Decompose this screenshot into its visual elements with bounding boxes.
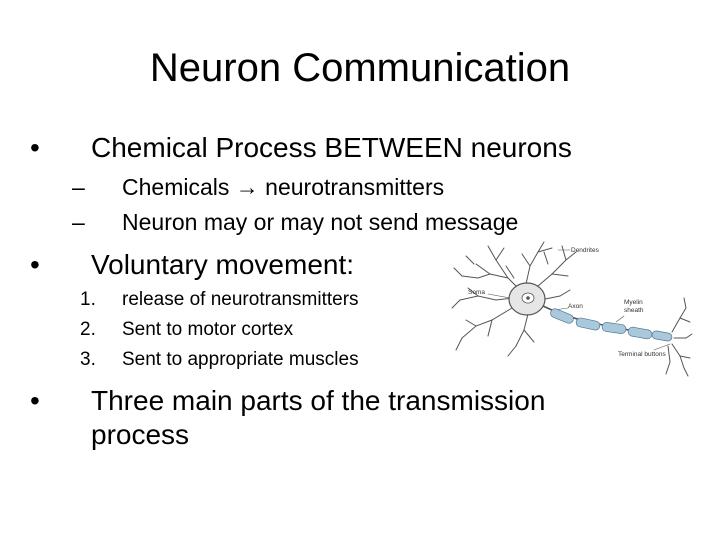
dash-marker: – <box>72 174 85 200</box>
label-dendrites: Dendrites <box>571 247 600 254</box>
label-terminal-buttons: Terminal buttons <box>618 351 666 358</box>
step-text: Sent to appropriate muscles <box>122 349 359 370</box>
slide-title: Neuron Communication <box>149 46 571 90</box>
sub-item-chemicals: – Chemicals → neurotransmitters <box>72 173 444 201</box>
bullet-marker-2: • <box>30 249 40 280</box>
step-text: Sent to motor cortex <box>122 319 294 340</box>
bullet-chemical-process: Chemical Process BETWEEN neurons <box>91 132 572 163</box>
bullet-voluntary-movement: Voluntary movement: <box>91 249 355 280</box>
bullet-marker-3: • <box>30 385 40 416</box>
step-item-3: 3. Sent to appropriate muscles <box>80 348 359 372</box>
sub-item-neuron-message: – Neuron may or may not send message <box>72 208 518 236</box>
step-number: 2. <box>80 319 96 340</box>
label-axon: Axon <box>568 303 583 310</box>
label-myelin-line2: sheath <box>624 307 644 314</box>
step-item-1: 1. release of neurotransmitters <box>80 288 359 312</box>
step-text: release of neurotransmitters <box>122 289 359 310</box>
label-myelin-line1: Myelin <box>624 299 643 306</box>
neuron-diagram-image: Dendrites Soma Axon Myelin sheath Termin… <box>451 241 693 377</box>
label-soma: Soma <box>468 289 485 296</box>
dash-marker: – <box>72 209 85 235</box>
step-number: 1. <box>80 289 96 310</box>
step-item-2: 2. Sent to motor cortex <box>80 318 293 342</box>
bullet-three-main-parts: Three main parts of the transmission pro… <box>91 385 546 450</box>
step-number: 3. <box>80 349 96 370</box>
sub-chemicals-after: neurotransmitters <box>265 174 445 200</box>
bullet-marker-1: • <box>30 132 40 163</box>
sub-neuron-message-text: Neuron may or may not send message <box>122 209 519 235</box>
right-arrow-icon: → <box>235 174 259 200</box>
sub-chemicals-before: Chemicals <box>122 174 230 200</box>
